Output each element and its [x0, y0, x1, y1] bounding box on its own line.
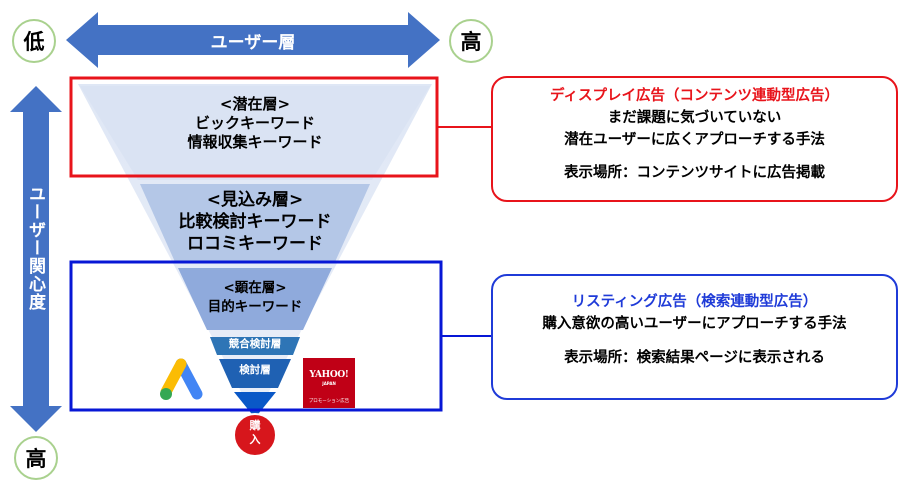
yahoo-logo: YAHOO! JAPAN プロモーション広告 [303, 358, 355, 408]
tier-1-heading: <潜在層> [219, 95, 291, 113]
tier-1-shape [80, 86, 430, 180]
tier-3-heading: <顕在層> [223, 280, 287, 296]
google-ads-logo [160, 358, 203, 400]
interest-label: ユーザー関心度 [25, 185, 45, 311]
purchase-label: 購 入 [240, 419, 270, 447]
purchase-line2: 入 [249, 432, 261, 446]
tier-1-line2: 情報収集キーワード [187, 132, 323, 151]
interest-arrow [10, 86, 62, 432]
tier-1-line1: ビックキーワード [194, 113, 315, 132]
low-label: 低 [23, 30, 45, 54]
user-layer-label: ユーザー層 [210, 33, 296, 53]
purchase-circle [233, 413, 277, 457]
display-ads-line3: 表示場所：コンテンツサイトに広告掲載 [564, 165, 825, 182]
tier-3-shape [178, 268, 332, 330]
listing-ads-callout: リスティング広告（検索連動型広告） 購入意欲の高いユーザーにアプローチする手法 … [491, 274, 898, 400]
high-circle-top: 高 [449, 19, 493, 63]
tier-2-text: <見込み層> 比較検討キーワード ロコミキーワード [140, 189, 370, 255]
high-circle-bottom: 高 [14, 436, 58, 480]
tier-4-label: 競合検討層 [228, 338, 282, 350]
yahoo-logo-footer: プロモーション広告 [308, 399, 350, 404]
yahoo-logo-sub: JAPAN [322, 381, 336, 386]
tier-2-shape [140, 184, 370, 262]
purchase-line1: 購 [249, 419, 261, 432]
tier-3-line1: 目的キーワード [207, 298, 303, 315]
high-label-bottom: 高 [25, 447, 47, 471]
display-ads-callout: ディスプレイ広告（コンテンツ連動型広告） まだ課題に気づいていない 潜在ユーザー… [491, 76, 898, 202]
high-label-top: 高 [460, 30, 482, 54]
user-layer-arrow [66, 12, 440, 68]
tier-5-label: 検討層 [239, 364, 271, 376]
display-ads-title: ディスプレイ広告（コンテンツ連動型広告） [550, 88, 839, 104]
tier-2-line2: ロコミキーワード [187, 234, 323, 255]
tier-3-text: <顕在層> 目的キーワード [180, 279, 330, 317]
listing-ads-line2: 表示場所：検索結果ページに表示される [564, 349, 825, 366]
tier-1-text: <潜在層> ビックキーワード 情報収集キーワード [130, 95, 380, 151]
display-ads-line1: まだ課題に気づいていない [607, 109, 782, 126]
listing-ads-title: リスティング広告（検索連動型広告） [571, 294, 818, 310]
yahoo-logo-text: YAHOO! [309, 370, 349, 380]
display-ads-line2: 潜在ユーザーに広くアプローチする手法 [564, 131, 825, 148]
tier-5-shape [219, 359, 291, 388]
tier-2-line1: 比較検討キーワード [178, 212, 332, 233]
funnel-tip [234, 392, 276, 418]
listing-ads-line1: 購入意欲の高いユーザーにアプローチする手法 [542, 315, 847, 332]
tier-4-shape [210, 337, 300, 355]
tier-2-heading: <見込み層> [206, 190, 304, 210]
low-circle: 低 [12, 19, 56, 63]
